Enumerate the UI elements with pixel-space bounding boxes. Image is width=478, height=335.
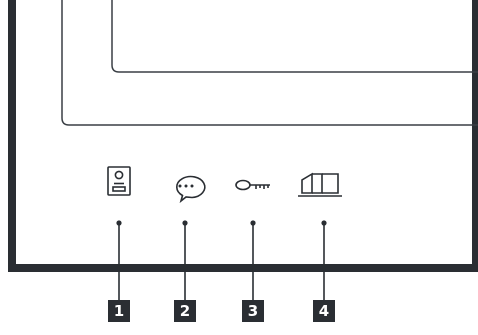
device-frame-left — [8, 0, 16, 272]
device-frame — [8, 0, 478, 272]
key-icon — [235, 179, 270, 191]
screen-outer-edge — [61, 0, 478, 126]
callout-badge-1: 1 — [108, 300, 130, 322]
callout-badge-4: 4 — [313, 300, 335, 322]
callout-badge-2: 2 — [174, 300, 196, 322]
message-bubble-icon — [176, 175, 206, 204]
intercom-card-icon — [107, 166, 131, 196]
book-icon — [298, 172, 342, 197]
device-frame-bottom — [8, 264, 478, 272]
device-frame-right — [472, 0, 478, 272]
screen-inner-edge — [111, 0, 478, 73]
callout-badge-3: 3 — [242, 300, 264, 322]
leader-lines — [116, 220, 327, 300]
